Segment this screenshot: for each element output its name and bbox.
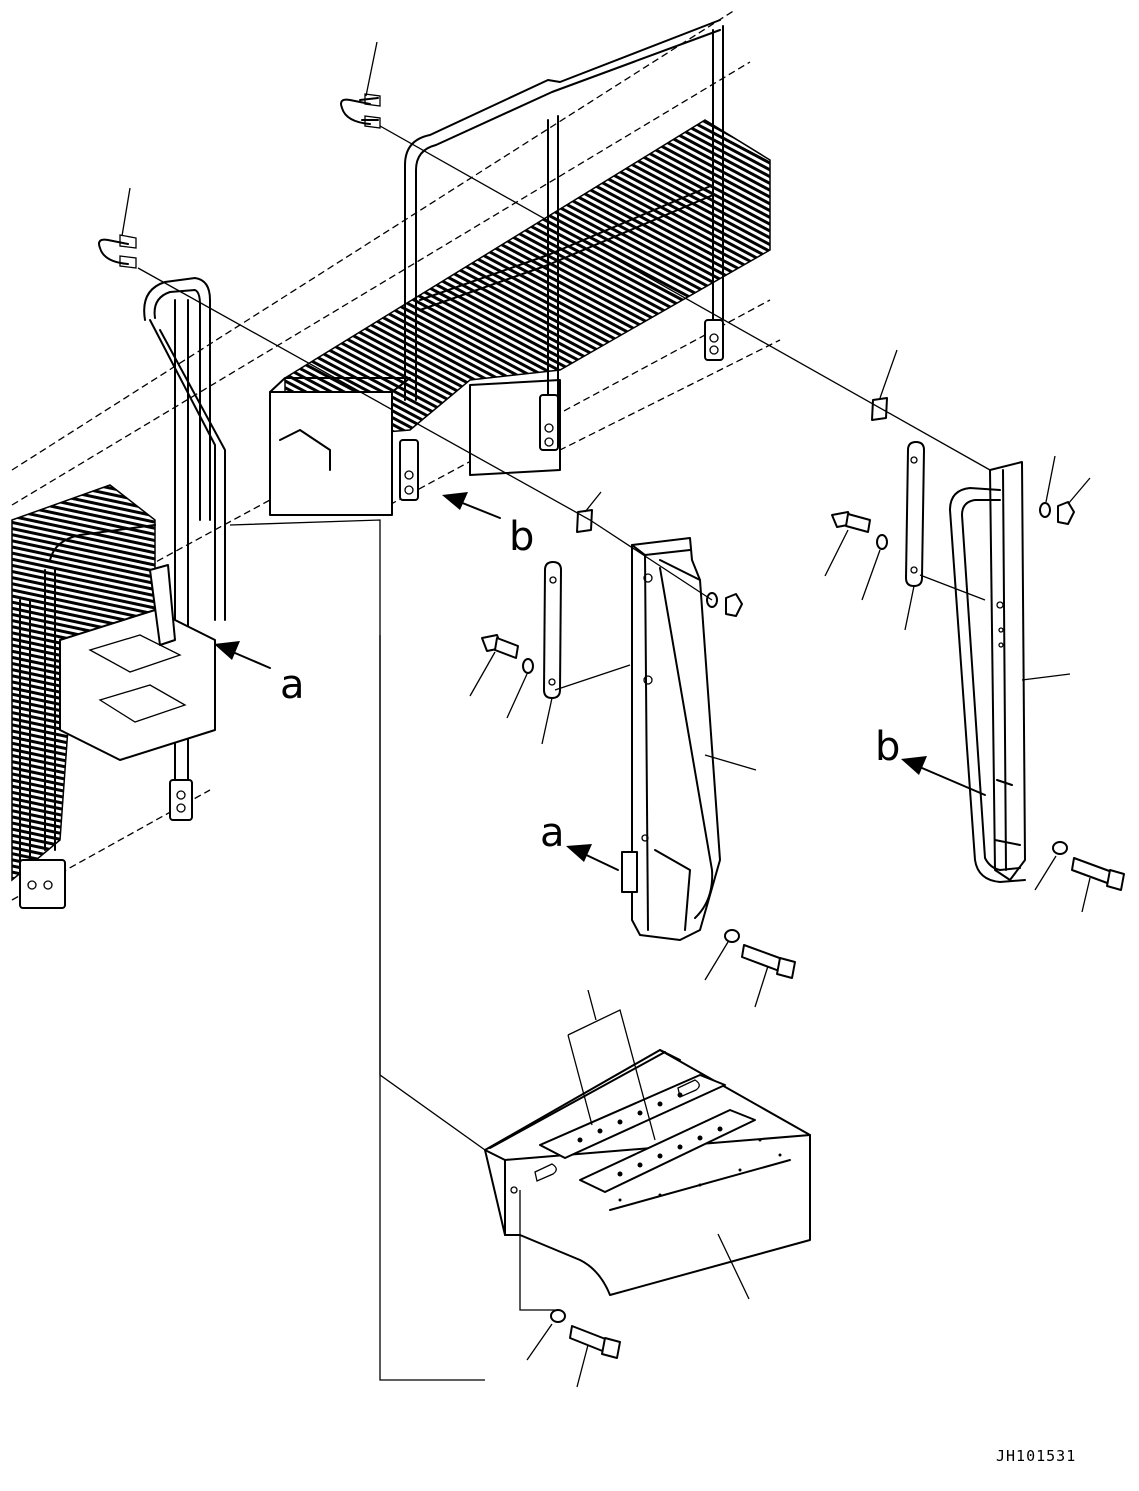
washer-right-callout [1045, 455, 1056, 503]
step-box-callout [717, 1233, 750, 1300]
walkway-frame-assembly [11, 9, 781, 909]
u-bolt-left [98, 234, 137, 269]
u-bolt-upper-callout [365, 41, 378, 97]
step-box [484, 1049, 811, 1296]
u-bolt-upper [340, 93, 381, 129]
hardware [481, 397, 1125, 1359]
view-label-b-detail: b [875, 724, 900, 770]
bolt-right-callout [824, 529, 849, 577]
washer-bottom-callout [526, 1323, 553, 1361]
drawing-id: JH101531 [996, 1447, 1076, 1465]
assembly-lines [137, 125, 991, 1381]
view-label-b-main: b [509, 514, 534, 560]
plate-right-callout [904, 585, 915, 631]
washer-lower-right-callout [1034, 855, 1057, 891]
washer-lower-center-callout [704, 941, 729, 981]
bolt-center-callout [469, 651, 496, 697]
clip-center-callout [584, 491, 602, 513]
nut-right-callout [1067, 477, 1091, 505]
u-bolt-left-callout [121, 187, 131, 237]
view-label-a-detail: a [540, 810, 565, 856]
ladder-right-callout [1021, 673, 1071, 681]
leader-lines [121, 41, 1091, 1388]
plate-center-callout [541, 697, 553, 745]
bolt-lower-right-callout [1081, 877, 1091, 913]
tread-plate-leader [567, 1009, 656, 1141]
view-label-a-main: a [280, 662, 305, 708]
view-arrows [214, 492, 986, 871]
ladder-center [621, 537, 721, 941]
ladder-center-callout [704, 754, 757, 771]
bolt-lower-center-callout [754, 965, 769, 1008]
washer-center-callout [506, 673, 528, 719]
tread-plate-callout [587, 989, 597, 1021]
washer-right-callout-2 [861, 549, 881, 601]
bolt-bottom-callout [576, 1344, 589, 1388]
ladder-right [949, 461, 1026, 883]
clip-right-callout [879, 349, 898, 399]
